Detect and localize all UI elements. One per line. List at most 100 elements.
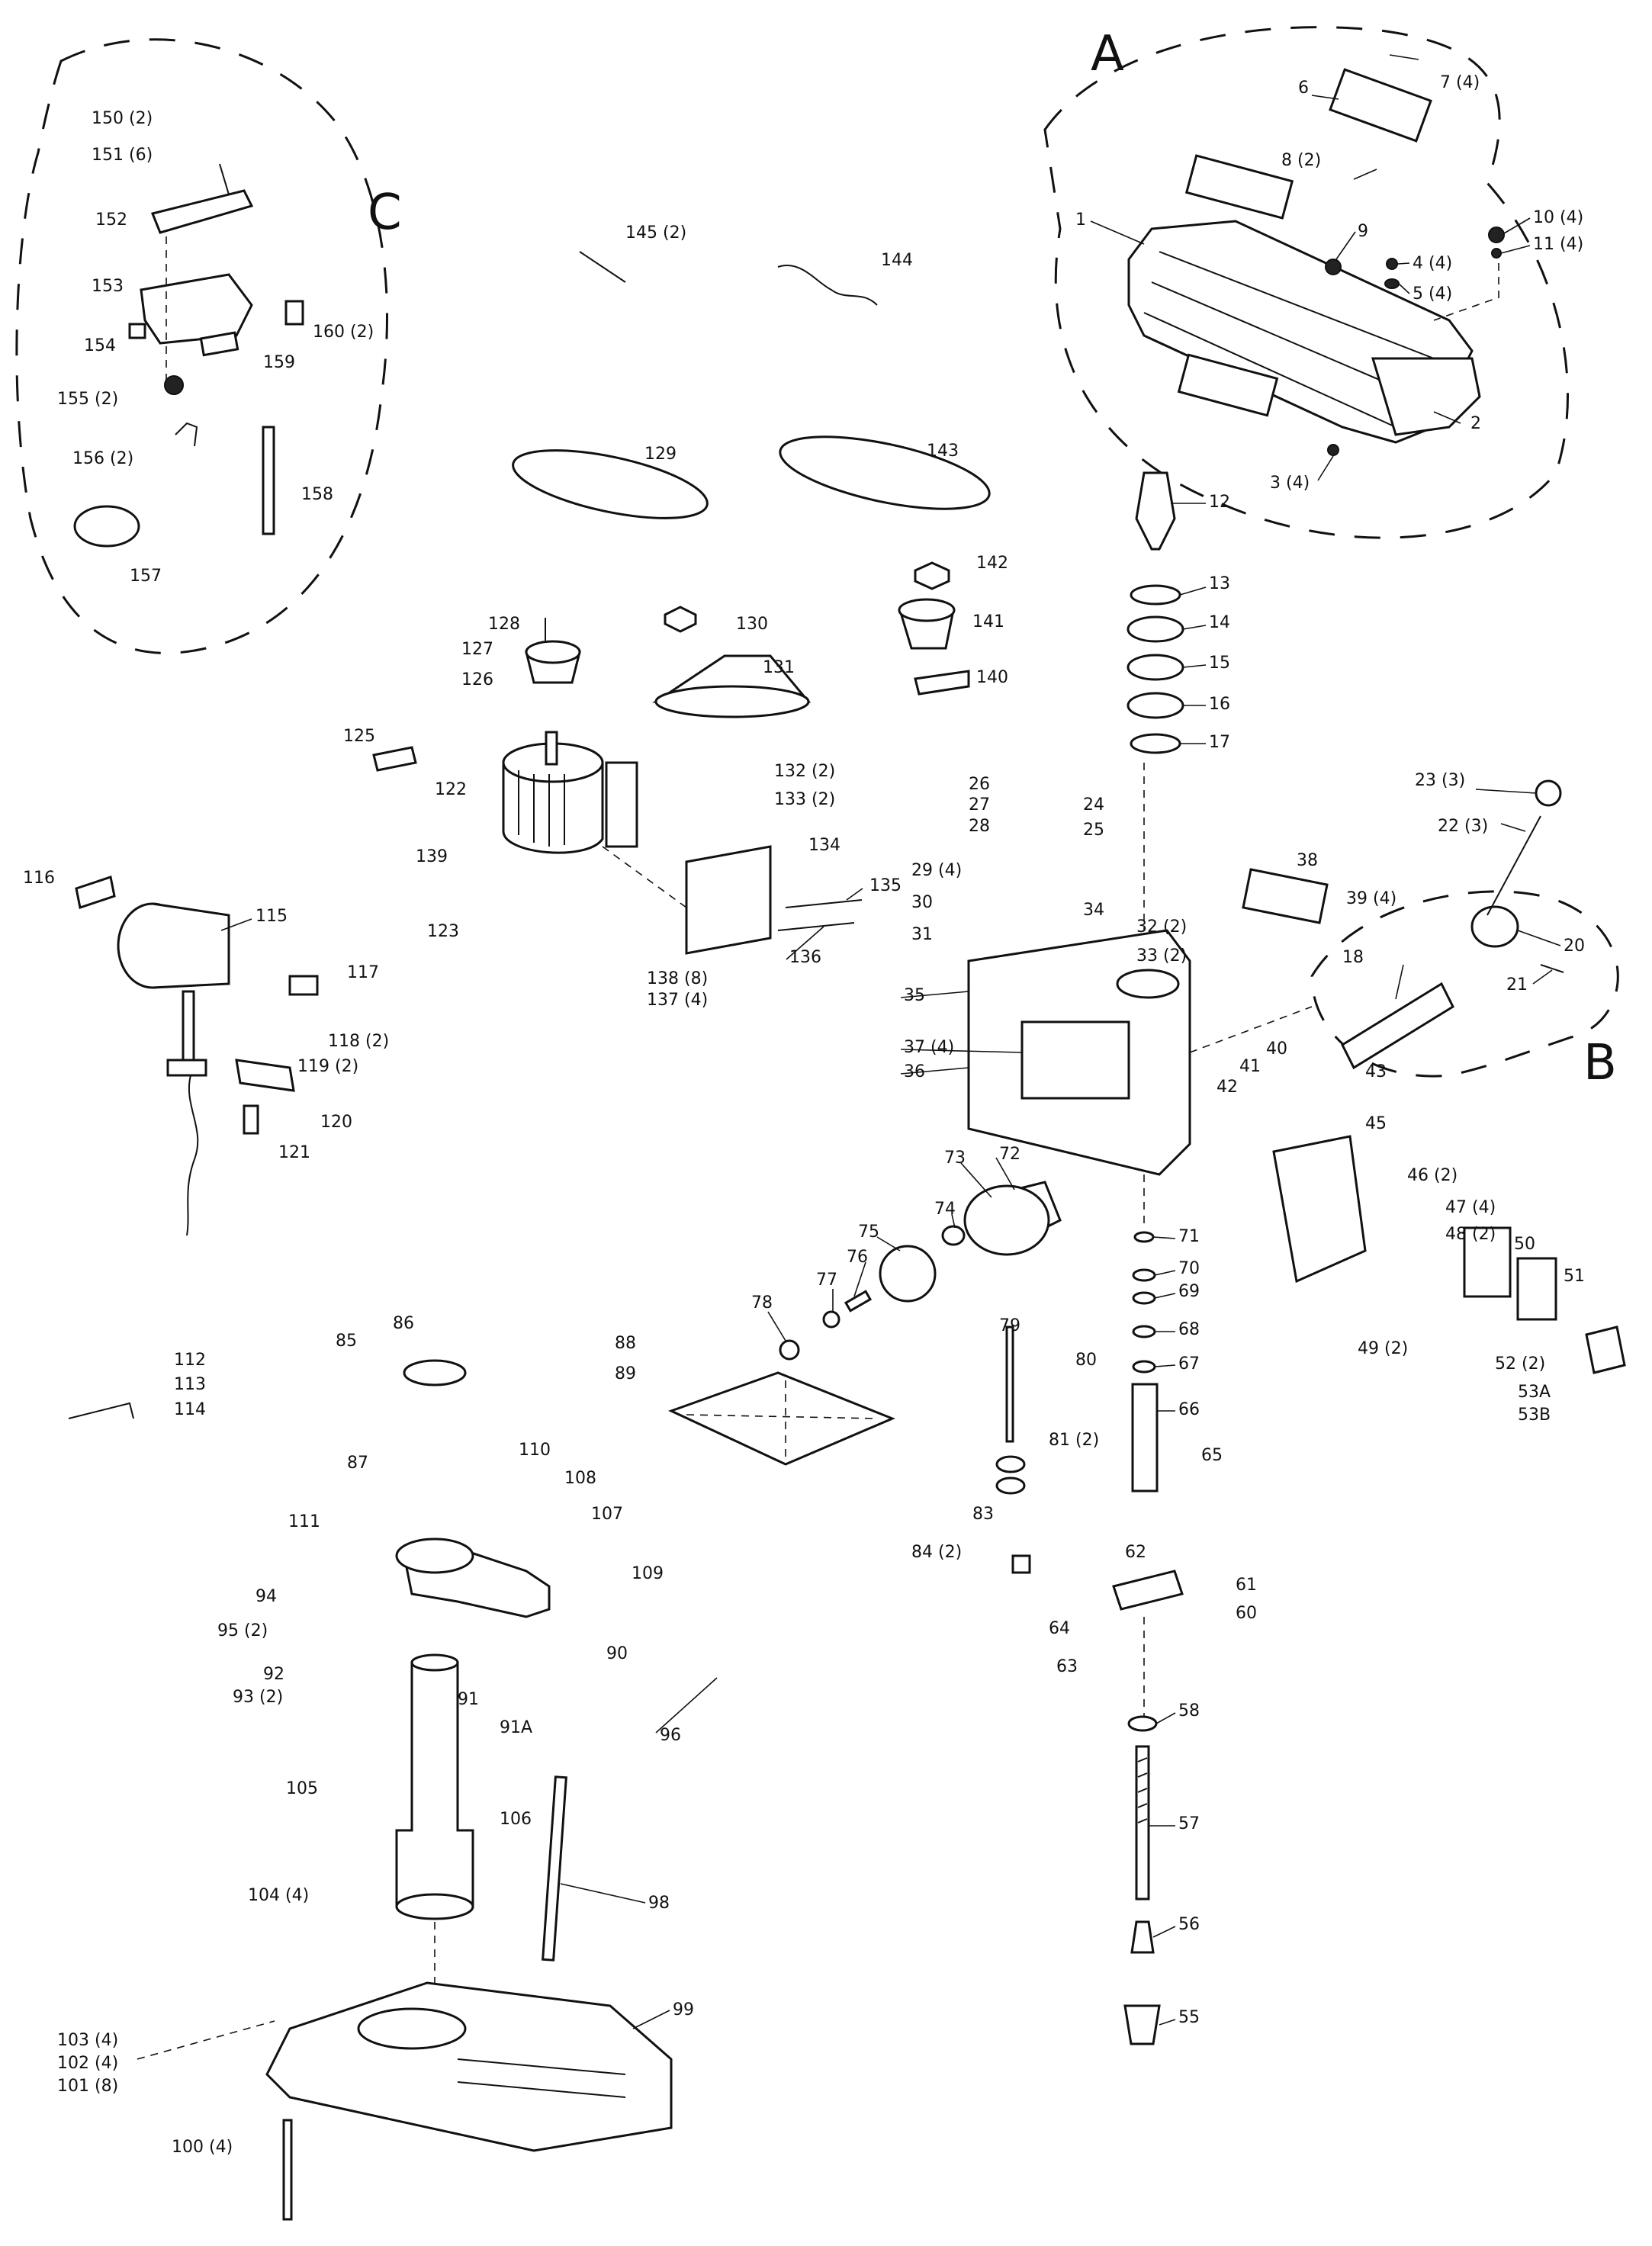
callout-131: 131 — [763, 658, 795, 677]
washer-68 — [1132, 1325, 1156, 1338]
callout-98: 98 — [648, 1894, 670, 1913]
callout-80: 80 — [1075, 1351, 1097, 1370]
callout-112: 112 — [174, 1351, 206, 1370]
callout-103: 103 (4) — [57, 2031, 118, 2050]
callout-29: 29 (4) — [911, 861, 962, 880]
bracket-120 — [235, 1059, 295, 1092]
block-83 — [1011, 1554, 1031, 1574]
callout-3: 3 (4) — [1270, 474, 1310, 493]
group-boundaries: A B C — [15, 26, 1619, 1091]
callout-114: 114 — [174, 1400, 206, 1419]
callout-18: 18 — [1342, 948, 1364, 967]
group-c-boundary — [15, 38, 388, 654]
callout-labels: 1 2 3 (4) 4 (4) 5 (4) 6 7 (4) 8 (2) 9 10… — [23, 73, 1585, 2157]
callout-63: 63 — [1056, 1657, 1078, 1676]
callout-72: 72 — [999, 1145, 1020, 1164]
callout-68: 68 — [1178, 1320, 1200, 1339]
bearing-14 — [1127, 615, 1184, 643]
callout-93: 93 (2) — [233, 1688, 283, 1707]
hub-73 — [963, 1184, 1050, 1256]
callout-38: 38 — [1297, 851, 1318, 870]
washer-70 — [1132, 1268, 1156, 1282]
callout-157: 157 — [130, 567, 162, 586]
screw-3 — [1327, 444, 1339, 456]
callout-20: 20 — [1564, 937, 1585, 956]
callout-123: 123 — [427, 922, 459, 941]
nut-77 — [822, 1310, 840, 1329]
callout-46: 46 (2) — [1407, 1166, 1458, 1185]
ring-13 — [1130, 584, 1181, 606]
group-b-boundary — [1310, 890, 1619, 1078]
callout-151: 151 (6) — [92, 146, 153, 165]
callout-17: 17 — [1209, 733, 1230, 752]
warning-label-6 — [1329, 68, 1432, 143]
callout-104: 104 (4) — [248, 1886, 309, 1905]
taper-12 — [1135, 471, 1176, 551]
callout-113: 113 — [174, 1375, 206, 1394]
clip-121 — [243, 1104, 259, 1135]
callout-56: 56 — [1178, 1915, 1200, 1934]
base-opening — [357, 2007, 467, 2050]
group-c-label: C — [368, 185, 402, 241]
callout-139: 139 — [416, 847, 448, 866]
callout-116: 116 — [23, 869, 55, 888]
callout-91: 91 — [458, 1690, 479, 1709]
callout-47: 47 (4) — [1445, 1198, 1496, 1217]
callout-42: 42 — [1217, 1078, 1238, 1097]
callout-52: 52 (2) — [1495, 1354, 1545, 1374]
callout-120: 120 — [320, 1113, 352, 1132]
callout-95: 95 (2) — [217, 1621, 268, 1640]
callout-81: 81 (2) — [1049, 1431, 1099, 1450]
bushing-155 — [164, 375, 184, 395]
callout-105: 105 — [286, 1779, 318, 1798]
motor-mount — [605, 761, 638, 848]
callout-76: 76 — [847, 1248, 868, 1267]
feed-handle-assembly — [1242, 779, 1564, 1070]
callout-159: 159 — [263, 353, 295, 372]
plate-117 — [288, 975, 319, 996]
callout-134: 134 — [808, 836, 840, 855]
callout-106: 106 — [500, 1810, 532, 1829]
quill-66 — [1131, 1383, 1159, 1493]
callout-121: 121 — [278, 1143, 310, 1162]
callout-15: 15 — [1209, 654, 1230, 673]
callout-1: 1 — [1075, 210, 1086, 230]
callout-90: 90 — [606, 1644, 628, 1663]
callout-110: 110 — [519, 1441, 551, 1460]
callout-26: 26 — [969, 775, 990, 794]
callout-117: 117 — [347, 963, 379, 982]
pin-145 — [579, 251, 626, 283]
callout-158: 158 — [301, 485, 333, 504]
plate-38 — [1242, 868, 1329, 924]
nut-130 — [664, 606, 697, 633]
callout-31: 31 — [911, 925, 933, 944]
callout-28: 28 — [969, 817, 990, 836]
lamp-assembly — [75, 876, 319, 1236]
callout-32: 32 (2) — [1136, 917, 1187, 937]
callout-70: 70 — [1178, 1259, 1200, 1278]
callout-60: 60 — [1236, 1604, 1257, 1623]
spindle-bore — [1116, 969, 1180, 999]
cord-144 — [777, 265, 878, 306]
callout-125: 125 — [343, 727, 375, 746]
lamp-cord — [186, 1075, 199, 1236]
bearing-16 — [1127, 692, 1184, 719]
callout-108: 108 — [564, 1469, 596, 1488]
hub-20 — [1470, 905, 1519, 948]
knob-9 — [1325, 259, 1342, 275]
callout-130: 130 — [736, 615, 768, 634]
switch-plate-152 — [150, 189, 254, 234]
nut-81b — [995, 1476, 1026, 1495]
callout-99: 99 — [673, 2000, 694, 2019]
callout-92: 92 — [263, 1665, 284, 1684]
table-96 — [668, 1371, 895, 1466]
callout-34: 34 — [1083, 901, 1104, 920]
callout-53b: 53B — [1518, 1406, 1551, 1425]
belt-guard-base — [1371, 357, 1481, 436]
callout-53a: 53A — [1518, 1383, 1551, 1402]
group-a-boundary — [1043, 26, 1569, 539]
bracket-134 — [685, 845, 772, 955]
callout-138: 138 (8) — [647, 969, 708, 988]
callout-135: 135 — [869, 876, 902, 895]
callout-49: 49 (2) — [1358, 1339, 1408, 1358]
